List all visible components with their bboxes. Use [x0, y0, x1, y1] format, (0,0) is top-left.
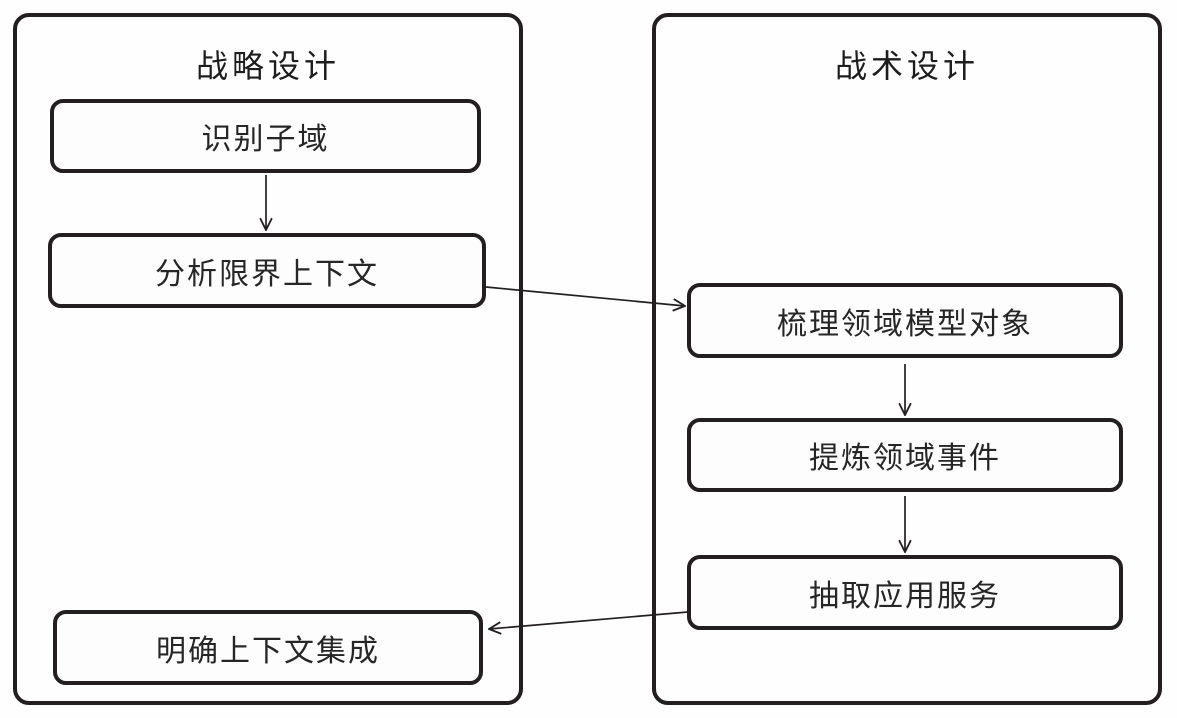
node-identify-subdomains-label: 识别子域: [201, 123, 330, 156]
node-refine-domain-events-label: 提炼领域事件: [809, 442, 1001, 475]
panel-tactical-design: 战术设计 梳理领域模型对象 提炼领域事件 抽取应用服务: [652, 13, 1162, 705]
node-extract-application-services-label: 抽取应用服务: [809, 579, 1001, 613]
node-analyze-bounded-contexts-label: 分析限界上下文: [155, 257, 379, 291]
node-clarify-context-integration: 明确上下文集成: [53, 610, 483, 685]
panel-title-tactical-design: 战术设计: [834, 48, 979, 84]
node-identify-subdomains: 识别子域: [50, 99, 481, 173]
node-organize-domain-model-objects: 梳理领域模型对象: [687, 283, 1123, 358]
panel-title-strategic-design: 战略设计: [195, 48, 340, 84]
node-extract-application-services: 抽取应用服务: [687, 555, 1123, 630]
node-refine-domain-events: 提炼领域事件: [687, 418, 1123, 492]
node-organize-domain-model-objects-label: 梳理领域模型对象: [777, 307, 1033, 341]
node-clarify-context-integration-label: 明确上下文集成: [156, 634, 380, 668]
node-analyze-bounded-contexts: 分析限界上下文: [48, 233, 486, 308]
panel-strategic-design: 战略设计 识别子域 分析限界上下文 明确上下文集成: [13, 13, 523, 705]
